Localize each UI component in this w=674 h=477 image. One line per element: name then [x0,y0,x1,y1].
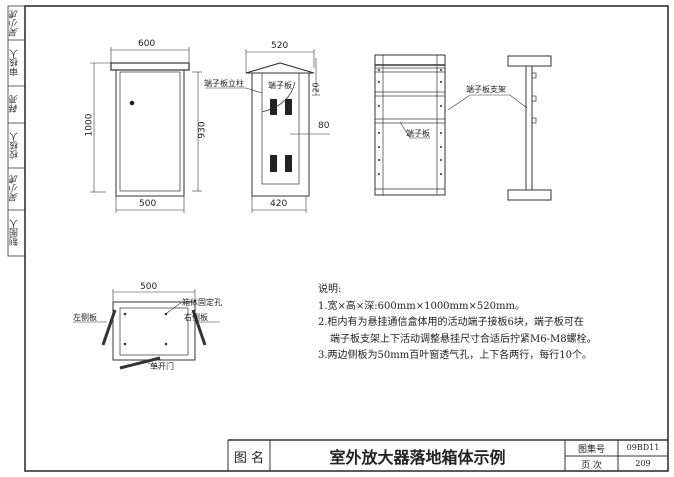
side-dim-bottom: 420 [270,199,288,209]
front-view [90,47,202,213]
title-block-grid [227,439,668,471]
side-view [205,49,330,213]
strip-label-checker: 校核人 [10,132,20,159]
side-dim-depth: 80 [318,121,330,131]
atlas-value: 09BD11 [626,443,660,452]
side-strip-frame [7,5,26,257]
plan-label-door: 单开门 [150,362,174,371]
sheet-frame [24,5,669,472]
notes: 说明: 1.宽×高×深:600mm×1000mm×520mm。 2.柜内有为悬挂… [318,282,597,365]
note-item: 2.柜内有为悬挂通信盒体用的活动端子接板6块，端子板可在 [318,317,584,328]
notes-title: 说明: [318,284,342,295]
side-dim-top: 520 [271,41,289,51]
page-value: 209 [635,459,651,468]
note-item: 1.宽×高×深:600mm×1000mm×520mm。 [318,300,525,312]
front-dim-inner-height: 930 [197,121,208,139]
front-dim-bottom: 500 [139,199,157,209]
plan-dim-width: 500 [140,282,158,292]
note-item: 3.两边侧板为50mm百叶窗透气孔，上下各两行，每行10个。 [318,350,592,361]
title-name-label: 图 名 [233,451,265,466]
strip-signature-drafter: 吴小虎 [10,175,20,203]
strip-signature-checker: 韩亮 [10,95,20,114]
plan-view [73,289,220,370]
drawing-title: 室外放大器落地箱体示例 [329,448,506,467]
plan-label-right: 右侧板 [184,313,208,322]
rack-label-board: 端子板 [406,129,430,138]
plan-label-left: 左侧板 [73,313,97,322]
side-strip-dividers [8,39,25,211]
plan-label-fix-hole: 箱体固定孔 [182,298,222,307]
door-handle-icon [129,100,135,106]
page-label: 页 次 [581,461,602,471]
side-label-board: 端子板 [268,81,292,90]
atlas-label: 图集号 [577,445,605,455]
rack-label-bracket: 端子板支架 [466,85,506,94]
side-dim-roof: 20 [311,82,321,93]
front-dim-top: 600 [138,39,156,49]
side-label-post: 端子板立柱 [204,79,244,88]
note-item: 端子板支架上下活动调整悬挂尺寸合适后拧紧M6-M8螺栓。 [330,333,597,345]
front-dim-height: 1000 [84,113,95,137]
strip-label-reviewer: 审核人 [10,49,20,77]
strip-signature-reviewer: 吴小虎 [10,10,20,37]
strip-label-drafter: 制图人 [10,219,20,247]
rack-view [374,54,552,201]
